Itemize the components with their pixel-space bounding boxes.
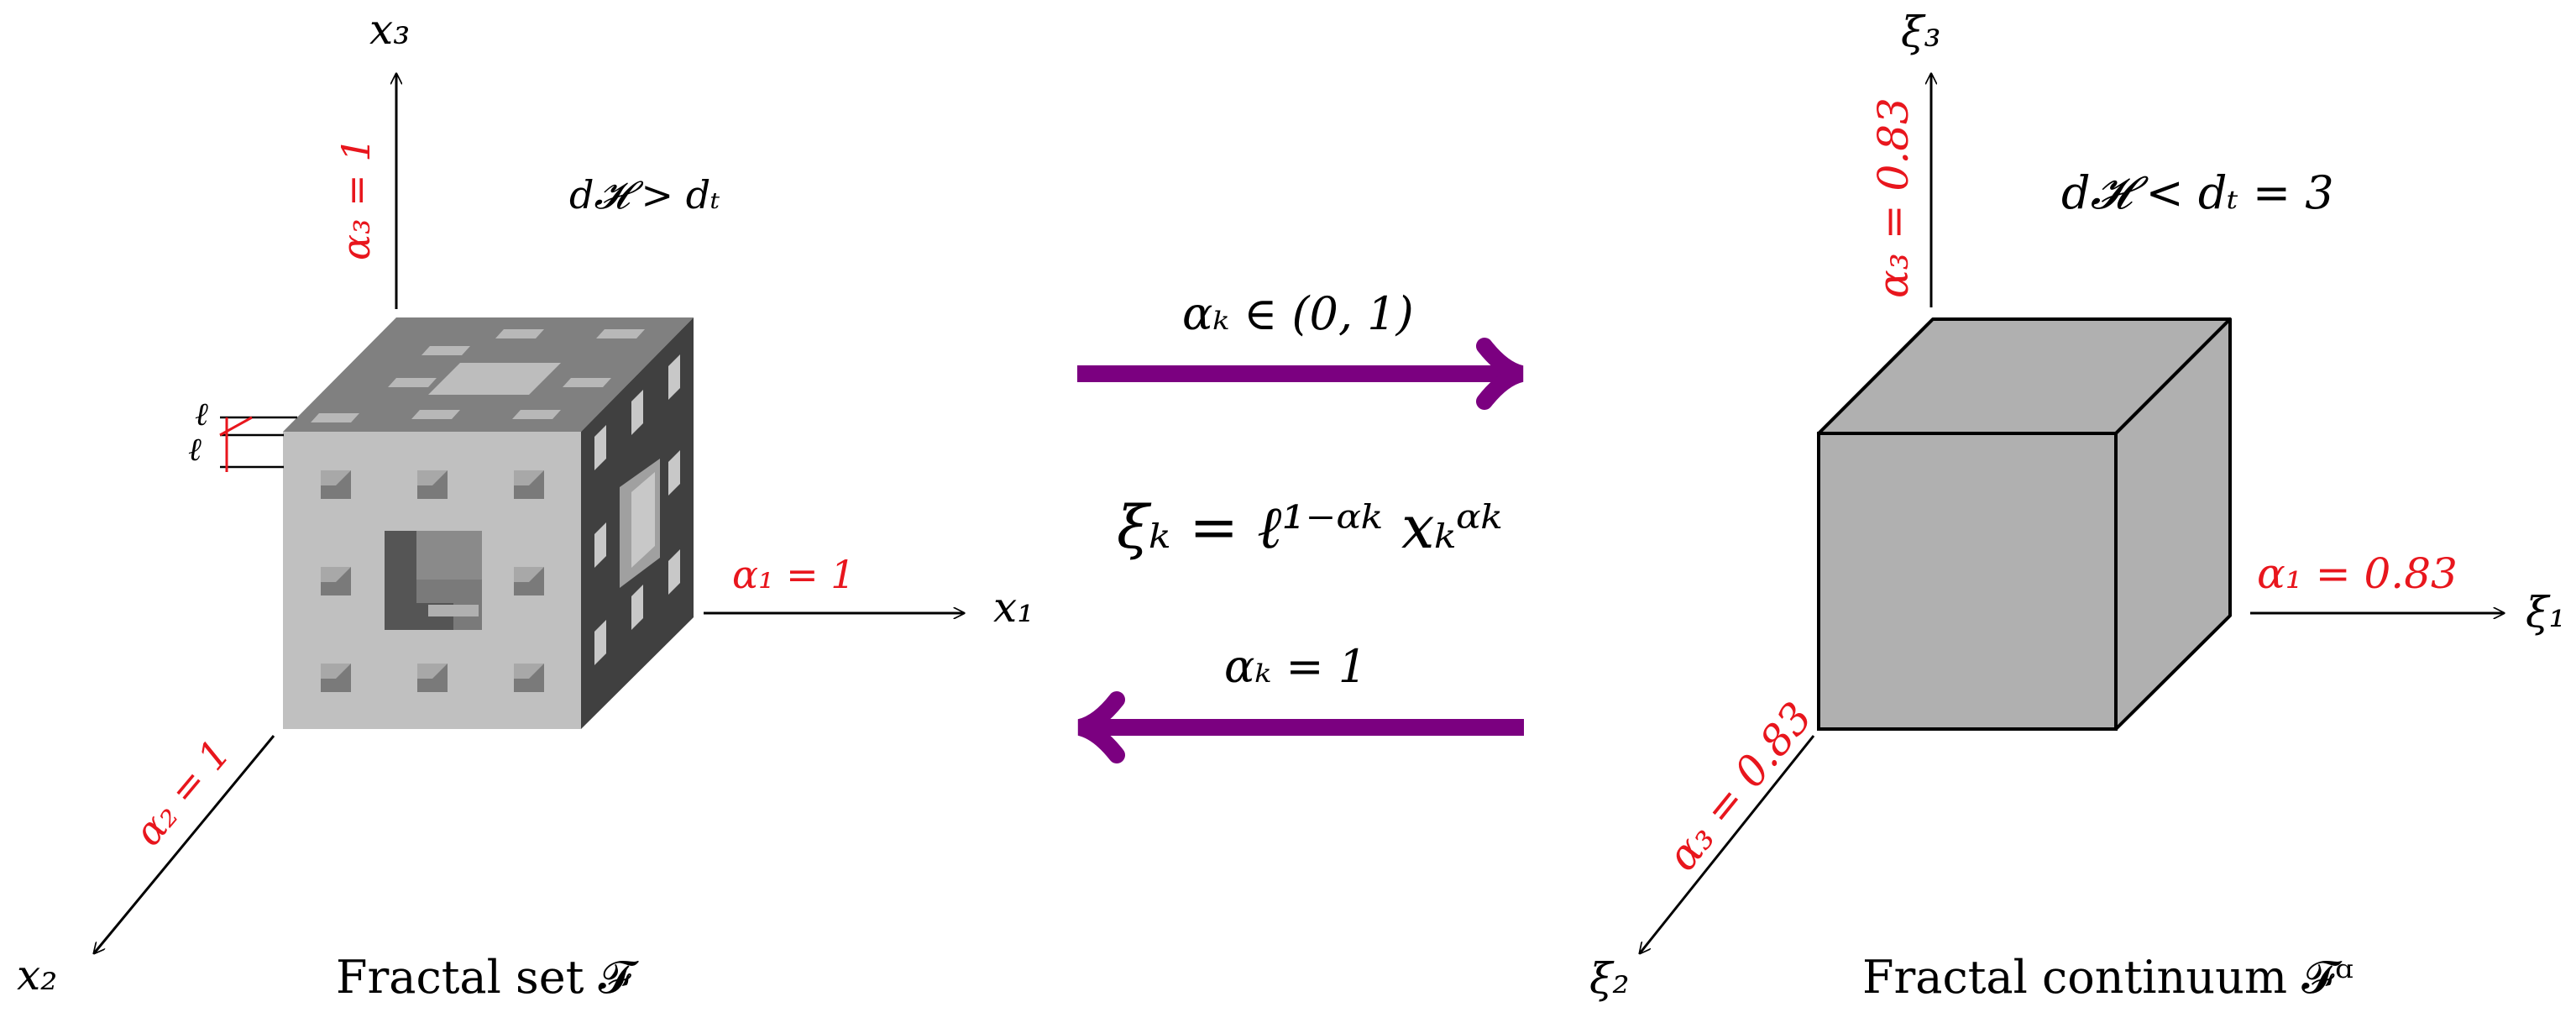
ell-bottom-label: ℓ: [188, 431, 202, 468]
forward-arrow: [1077, 338, 1524, 410]
menger-sponge-cube: [283, 317, 694, 729]
alpha3-diagonal-label: α₃ = 0.83: [1657, 693, 1821, 879]
right-dimension-relation: d𝓗 < dₜ = 3: [2061, 166, 2334, 219]
alpha1-label: α₁ = 1: [732, 552, 856, 597]
axis-x1-label: x₁: [993, 583, 1034, 632]
left-caption: Fractal set 𝓕: [336, 951, 640, 1004]
ell-top-label: ℓ: [195, 396, 208, 433]
axis-xi3-label: ξ₃: [1901, 8, 1941, 56]
backward-arrow: [1077, 691, 1524, 763]
axis-xi1-label: ξ₁: [2526, 588, 2566, 637]
axis-xi2-label: ξ₂: [1589, 954, 1630, 1003]
forward-condition-label: αₖ ∈ (0, 1): [1182, 287, 1414, 340]
left-dimension-relation: d𝓗 > dₜ: [569, 172, 720, 218]
alpha1-right-label: α₁ = 0.83: [2257, 549, 2458, 598]
top-face-holes: [311, 329, 645, 422]
ell-dimension-marks: ℓ ℓ: [188, 396, 297, 472]
backward-condition-label: αₖ = 1: [1224, 640, 1367, 693]
alpha2-label: α₂ = 1: [125, 731, 239, 854]
mapping-formula: ξₖ = ℓ¹⁻ᵅᵏ xₖᵅᵏ: [1117, 493, 1502, 562]
continuum-cube: [1817, 317, 2232, 731]
front-face-holes: [321, 470, 544, 692]
right-panel: ξ₃ ξ₁ ξ₂ α₃ = 0.83 α₁ = 0.83 α₃ = 0.83 d…: [1589, 8, 2566, 1004]
alpha3-vertical-label: α₃ = 0.83: [1869, 97, 1918, 298]
alpha3-label: α₃ = 1: [333, 137, 379, 260]
side-face-holes: [594, 354, 680, 665]
axis-xi2-line: [1640, 735, 1815, 953]
middle-panel: αₖ ∈ (0, 1) ξₖ = ℓ¹⁻ᵅᵏ xₖᵅᵏ αₖ = 1: [1077, 287, 1524, 763]
axis-x2-label: x₂: [17, 951, 57, 999]
right-caption: Fractal continuum 𝓕ᵅ: [1862, 951, 2353, 1004]
axis-x2-line: [94, 735, 275, 953]
continuum-front-face: [1817, 432, 2118, 731]
left-panel: ℓ ℓ x₃ x₁ x₂ α₃ = 1 α₁ = 1 α₂ = 1 d𝓗 > d…: [17, 5, 1034, 1004]
axis-x3-label: x₃: [369, 5, 410, 54]
